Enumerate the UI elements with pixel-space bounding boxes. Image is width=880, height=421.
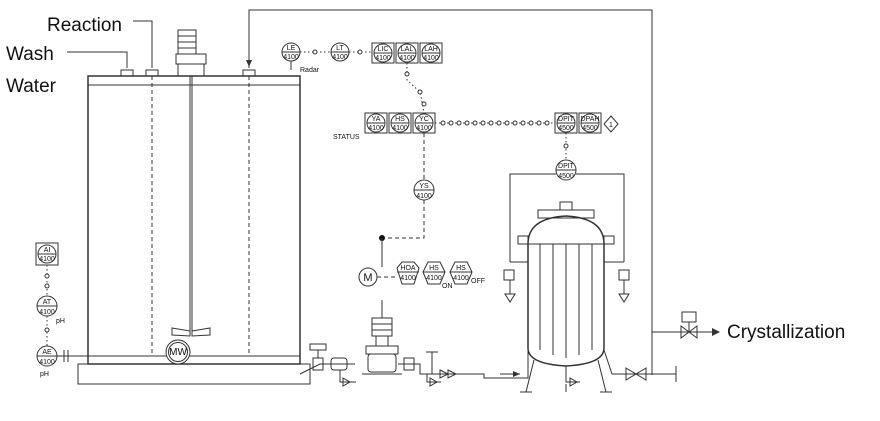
svg-text:4100: 4100 (423, 55, 439, 62)
dp-valve-right (618, 269, 630, 303)
svg-text:YC: YC (419, 116, 429, 123)
strainer (330, 357, 348, 371)
pump (362, 300, 402, 375)
svg-text:YA: YA (372, 116, 381, 123)
svg-text:AT: AT (43, 299, 52, 306)
hoa-4100: HOA 4100 (396, 261, 420, 285)
svg-text:LE: LE (287, 45, 296, 52)
hs-4100-on: HS 4100 (422, 261, 446, 285)
svg-text:AE: AE (42, 349, 52, 356)
mw-indicator: MW (165, 339, 191, 365)
filter-drain-valve (565, 377, 580, 392)
svg-text:LT: LT (336, 45, 344, 52)
svg-text:HS: HS (395, 116, 405, 123)
water-label: Water (6, 76, 57, 97)
motor-icon: M (358, 267, 378, 287)
hs-4100-status: HS 4100 (388, 112, 412, 134)
svg-text:LIC: LIC (378, 46, 389, 53)
svg-text:4100: 4100 (426, 275, 442, 282)
reaction-inlet-line (133, 20, 153, 68)
discharge-pipe (398, 363, 520, 379)
crystallization-valve (680, 311, 698, 339)
svg-text:4100: 4100 (332, 54, 348, 61)
svg-text:DPIT: DPIT (558, 163, 575, 170)
svg-text:4100: 4100 (368, 125, 384, 132)
svg-text:4500: 4500 (582, 125, 598, 132)
svg-text:4100: 4100 (39, 309, 55, 316)
svg-text:4500: 4500 (558, 125, 574, 132)
ae-4100: AE 4100 (36, 345, 58, 367)
svg-text:4100: 4100 (39, 359, 55, 366)
lt-4100: LT 4100 (330, 42, 350, 62)
reaction-label: Reaction (47, 15, 122, 36)
lah-4100: LAH 4100 (419, 42, 443, 64)
arrow-icon (246, 60, 252, 67)
svg-text:4100: 4100 (416, 125, 432, 132)
signal-bubbles (440, 120, 550, 126)
ph-label: pH (56, 318, 65, 325)
ph-label: pH (40, 371, 49, 378)
ys-4100: YS 4100 (413, 179, 435, 201)
svg-text:4100: 4100 (39, 256, 55, 263)
dp-valve-left (503, 269, 516, 303)
dp-impulse-line (576, 173, 625, 262)
lal-4100: LAL 4100 (395, 42, 419, 64)
recycle-line (248, 9, 653, 375)
ya-4100: YA 4100 (364, 112, 388, 134)
svg-text:HS: HS (456, 265, 466, 272)
on-label: ON (442, 283, 453, 290)
dpit-4500-dcs: DPIT 4500 (554, 112, 578, 134)
interlock-diamond-icon: 1 (603, 115, 619, 133)
svg-text:4100: 4100 (392, 125, 408, 132)
wash-label: Wash (6, 44, 54, 65)
filter-vessel (517, 201, 615, 393)
svg-text:HOA: HOA (400, 265, 416, 272)
svg-text:4100: 4100 (453, 275, 469, 282)
svg-text:AI: AI (44, 247, 51, 254)
yc-4100: YC 4100 (412, 112, 436, 134)
dpah-4500: DPAH 4500 (578, 112, 602, 134)
svg-text:4100: 4100 (416, 193, 432, 200)
svg-text:M: M (363, 272, 372, 284)
filter-inlet-pipe (520, 350, 529, 379)
svg-text:YS: YS (419, 183, 429, 190)
svg-text:LAH: LAH (424, 46, 438, 53)
svg-text:1: 1 (609, 122, 613, 129)
signal-line (406, 63, 425, 113)
discharge-valve (403, 357, 415, 371)
check-valve-icon (439, 369, 450, 379)
lic-4100: LIC 4100 (371, 42, 395, 64)
svg-text:MW: MW (169, 347, 187, 358)
svg-text:4100: 4100 (400, 275, 416, 282)
at-4100: AT 4100 (36, 295, 58, 317)
ai-4100: AI 4100 (35, 242, 59, 266)
svg-text:4100: 4100 (399, 55, 415, 62)
off-label: OFF (471, 278, 485, 285)
status-label: STATUS (333, 134, 360, 141)
wash-inlet-line (67, 51, 128, 68)
reactor-tank (77, 29, 311, 385)
le-4100: LE 4100 (281, 42, 301, 62)
svg-text:LAL: LAL (401, 46, 414, 53)
svg-text:HS: HS (429, 265, 439, 272)
svg-text:DPAH: DPAH (581, 116, 600, 123)
svg-text:4100: 4100 (283, 54, 299, 61)
radar-label: Radar (300, 67, 320, 74)
hs-4100-off: HS 4100 (449, 261, 473, 285)
crystallization-label: Crystallization (727, 322, 845, 343)
svg-text:4100: 4100 (375, 55, 391, 62)
dpit-4500-field: DPIT 4500 (555, 159, 577, 181)
outlet-valve (625, 367, 647, 381)
drain-line (339, 370, 356, 383)
filter-outlet-pipe (603, 349, 676, 375)
dp-impulse-line (509, 173, 556, 262)
svg-text:DPIT: DPIT (558, 116, 575, 123)
arrow-icon (712, 328, 720, 336)
suction-pipe (299, 363, 355, 375)
svg-text:4500: 4500 (558, 173, 574, 180)
control-signal-line (381, 200, 425, 268)
